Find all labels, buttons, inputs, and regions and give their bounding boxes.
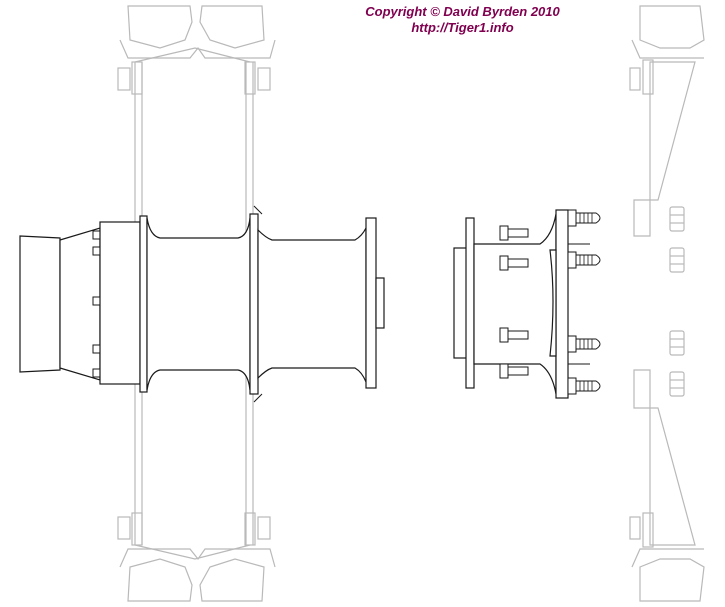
hub-bolts-short [499, 225, 529, 379]
exploded-hub [453, 209, 601, 399]
sprocket-hub-barrel [146, 217, 251, 391]
end-plate [365, 217, 377, 389]
mounting-flange [99, 221, 141, 385]
final-drive-assembly [19, 205, 385, 403]
website-line: http://Tiger1.info [411, 20, 514, 35]
left-track-top-links [117, 5, 276, 95]
sprocket-ring-outer [249, 213, 259, 395]
hub-end-plate [465, 217, 475, 389]
copyright-line: Copyright © David Byrden 2010 [365, 4, 560, 19]
hub-bolts-long [567, 209, 601, 395]
loose-nuts [669, 206, 685, 397]
outer-hub [257, 227, 367, 383]
left-track-bottom-links [117, 512, 276, 602]
copyright-credit: Copyright © David Byrden 2010 http://Tig… [330, 4, 595, 36]
hub-flange [555, 209, 569, 399]
final-drive-housing [19, 235, 61, 373]
sprocket-ring-inner [139, 215, 148, 393]
right-track-side-view [629, 5, 705, 602]
